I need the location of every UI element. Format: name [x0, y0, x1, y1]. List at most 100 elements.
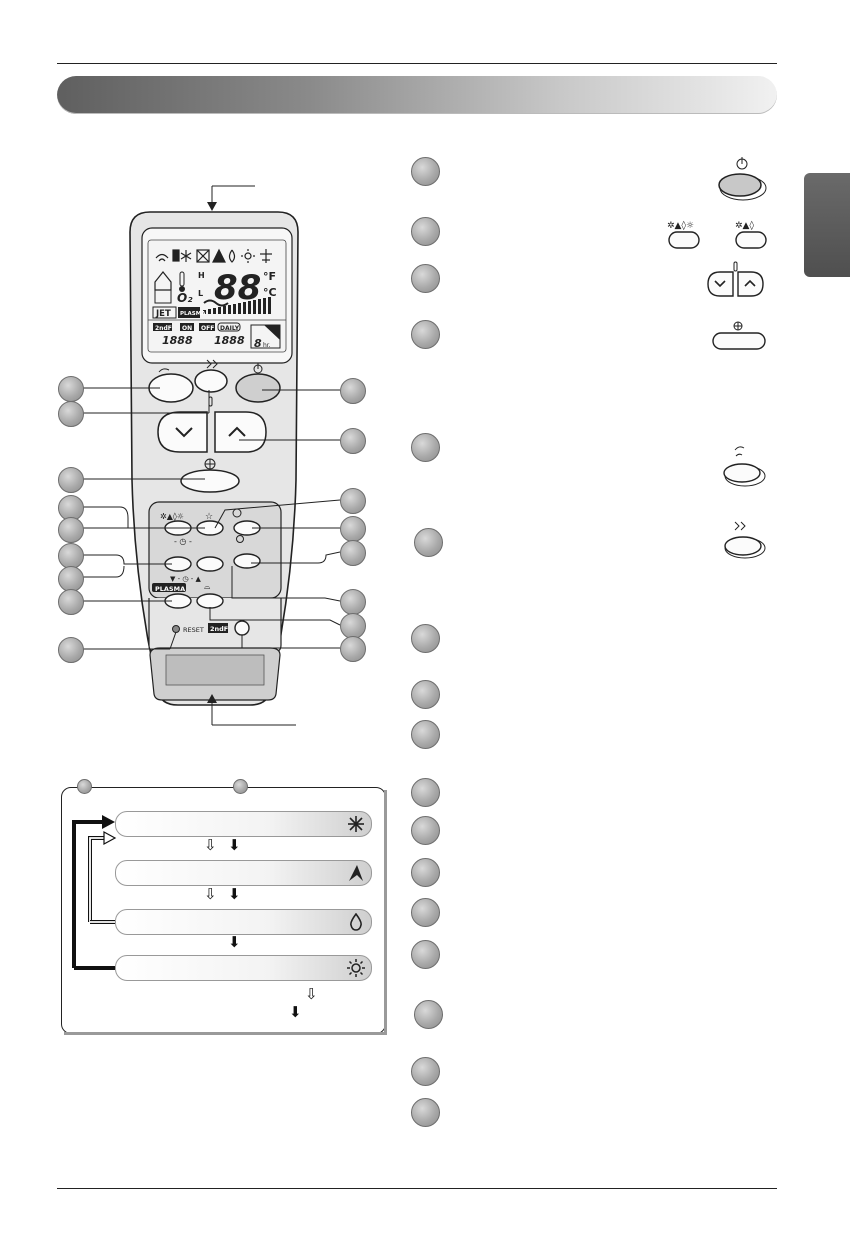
svg-text:⌓: ⌓: [204, 582, 211, 591]
temp-up-illustration: [737, 271, 764, 297]
sun-icon: [347, 959, 365, 977]
callout-circle: [340, 488, 366, 514]
remote-dehumid-button: [196, 593, 224, 609]
item-circle: [411, 264, 440, 293]
power-button-illustration: [718, 173, 762, 197]
swing-button-illustration: [723, 463, 761, 483]
svg-text:✲▲◊☼: ✲▲◊☼: [667, 220, 694, 231]
remote-timer-off-button: [233, 553, 261, 569]
swing-icon: [734, 446, 745, 457]
mode-pill-dry: [115, 909, 372, 935]
item-circle: [411, 1057, 440, 1086]
callout-circle: [58, 401, 84, 427]
mode-button-illustration-a: [668, 231, 700, 249]
svg-text:PLASMA: PLASMA: [155, 585, 185, 593]
remote-air-clean-button: [196, 556, 224, 572]
svg-text:✲▲◊☼: ✲▲◊☼: [160, 512, 184, 521]
svg-text:✲▲◊: ✲▲◊: [735, 220, 754, 231]
button-illustrations: ✲▲◊☼ ✲▲◊: [667, 157, 767, 559]
jet-button-illustration: [724, 536, 762, 556]
item-circle: [411, 433, 440, 462]
item-circle: [411, 898, 440, 927]
arrow-solid: ⬇: [228, 837, 241, 854]
fan-speed-illustration: [712, 332, 766, 350]
callout-circle: [340, 428, 366, 454]
arrow-solid: ⬇: [228, 886, 241, 903]
lcd-plasma-label: PLASMA: [180, 311, 206, 317]
remote-power-button: [235, 373, 281, 403]
arrow-hollow: ⇩: [305, 986, 318, 1003]
arrow-hollow: ⇩: [204, 837, 217, 854]
item-circle: [411, 858, 440, 887]
callout-circle: [58, 467, 84, 493]
box-corner-dot: [77, 779, 92, 794]
callout-circle: [340, 636, 366, 662]
callout-circle: [58, 376, 84, 402]
svg-text:L: L: [198, 289, 203, 298]
remote-fan-speed-button: [180, 469, 240, 493]
callout-circle: [58, 517, 84, 543]
chapter-side-tab: [804, 173, 850, 277]
loop-brackets: [72, 815, 117, 970]
callout-circle: [340, 516, 366, 542]
svg-text:O₂: O₂: [177, 291, 193, 305]
svg-text:hr.: hr.: [263, 342, 271, 349]
remote-temp-down-button: [157, 411, 208, 453]
box-corner-dot: [233, 779, 248, 794]
item-circle: [411, 680, 440, 709]
droplet-icon: [350, 913, 362, 931]
mode-pill-cool: [115, 811, 372, 837]
arrow-solid: ⬇: [289, 1004, 302, 1021]
item-circle: [411, 778, 440, 807]
callout-circle: [58, 495, 84, 521]
svg-text:2ndF: 2ndF: [155, 325, 172, 332]
item-circle: [411, 217, 440, 246]
item-circle: [414, 1000, 443, 1029]
item-circle: [411, 720, 440, 749]
item-circle: [411, 940, 440, 969]
svg-text:2ndF: 2ndF: [210, 625, 228, 633]
callout-circle: [58, 566, 84, 592]
svg-text:1888: 1888: [214, 334, 245, 347]
svg-text:8: 8: [254, 337, 262, 350]
item-circle: [411, 816, 440, 845]
callout-circle: [340, 589, 366, 615]
callout-circle: [58, 589, 84, 615]
callout-circle: [58, 637, 84, 663]
item-circle: [411, 320, 440, 349]
remote-2ndf-button: [234, 620, 250, 636]
lcd-celsius: °C: [263, 286, 277, 299]
svg-text:DAILY: DAILY: [220, 325, 240, 332]
svg-text:ON: ON: [182, 325, 192, 332]
jet-icon: [734, 521, 746, 531]
callout-circle: [58, 543, 84, 569]
lcd-jet-label: JET: [155, 309, 171, 319]
item-circle: [414, 528, 443, 557]
item-circle: [411, 1098, 440, 1127]
section-banner: [57, 76, 777, 114]
remote-jet-button: [194, 369, 228, 393]
svg-text:RESET: RESET: [183, 626, 204, 634]
svg-text:- ◷ -: - ◷ -: [174, 537, 192, 546]
arrow-solid: ⬇: [228, 934, 241, 951]
mode-pill-auto: [115, 860, 372, 886]
mode-button-illustration-b: [735, 231, 767, 249]
mode-pill-heat: [115, 955, 372, 981]
arrow-hollow: ⇩: [204, 886, 217, 903]
svg-text:1888: 1888: [162, 334, 193, 347]
bottom-rule: [57, 1188, 777, 1189]
temp-down-illustration: [707, 271, 734, 297]
callout-circle: [340, 540, 366, 566]
item-circle: [411, 624, 440, 653]
callout-circle: [340, 613, 366, 639]
callout-circle: [340, 378, 366, 404]
remote-control-figure: 88 °F °C H L O₂ JET PLASMA 2ndF ON OFF D…: [82, 185, 341, 726]
auto-mode-icon: [349, 865, 363, 881]
top-rule: [57, 63, 777, 64]
svg-text:OFF: OFF: [201, 325, 214, 332]
svg-text:▼ - ◷ - ▲: ▼ - ◷ - ▲: [170, 575, 201, 583]
svg-text:☆: ☆: [205, 512, 213, 522]
item-circle: [411, 157, 440, 186]
svg-text:H: H: [198, 271, 205, 280]
snowflake-icon: [348, 816, 364, 832]
